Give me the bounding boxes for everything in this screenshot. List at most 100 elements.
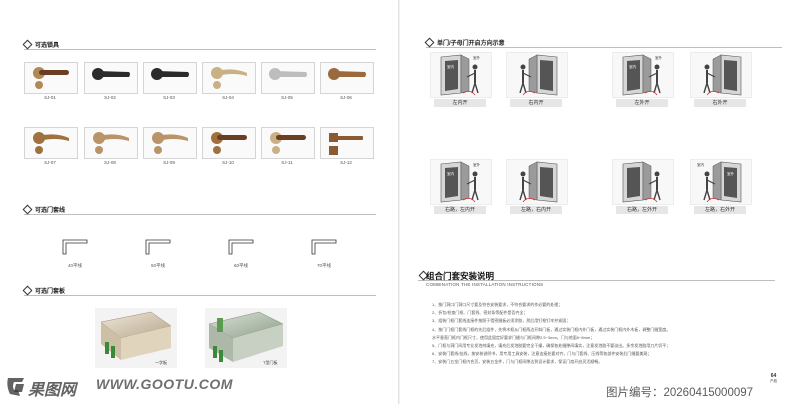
diamond-icon xyxy=(22,204,33,215)
handle-code: SJ-02 xyxy=(104,95,116,100)
board-t-type-image xyxy=(205,308,287,368)
handle-image xyxy=(24,62,78,94)
door-scene-caption: 左路，右外开 xyxy=(694,206,746,214)
frame-label: 70平线 xyxy=(316,263,331,268)
handle-code: SJ-01 xyxy=(44,95,56,100)
door-scene-illustration: 室内 室外 xyxy=(430,52,492,98)
indoor-label: 室外 xyxy=(727,172,734,176)
door-scene-caption: 左路，右内开 xyxy=(510,206,562,214)
page-number-sub: 产品 xyxy=(770,379,777,383)
frame-profile-icon xyxy=(228,239,254,255)
book-spine xyxy=(398,0,401,404)
door-scene-illustration xyxy=(506,159,568,205)
door-scene-caption: 右外开 xyxy=(694,99,746,107)
door-scene: 右内开 xyxy=(506,52,568,107)
outdoor-label: 室外 xyxy=(655,56,662,60)
handle-image xyxy=(261,62,315,94)
handle-item: SJ-09 xyxy=(143,127,197,165)
door-scene-illustration xyxy=(506,52,568,98)
install-step: 1、按门洞口门洞口尺寸要及符合安装要求，不符合要求的作必要的处理； xyxy=(432,302,563,307)
boards-section-header: 可选门套板 xyxy=(22,285,376,296)
door-scene-caption: 右内开 xyxy=(510,99,562,107)
door-scene-illustration: 室外室内 xyxy=(690,159,752,205)
install-title: 组合门套安装说明 xyxy=(426,271,495,281)
handle-image xyxy=(320,62,374,94)
install-title-block xyxy=(418,268,775,281)
handle-item: SJ-02 xyxy=(84,62,138,100)
frame-profile-icon xyxy=(311,239,337,255)
board-caption: T型门板 xyxy=(263,360,278,365)
watermark-url: WWW.GOOTU.COM xyxy=(96,376,233,392)
handle-image xyxy=(84,62,138,94)
handle-item: SJ-07 xyxy=(24,127,78,165)
handle-code: SJ-08 xyxy=(104,160,116,165)
door-scene-caption: 左外开 xyxy=(616,99,668,107)
handles-section-header: 可选锁具 xyxy=(22,39,376,50)
direction-section-header: 单门/子母门开启方向示意 xyxy=(424,37,782,48)
outdoor-label: 室外 xyxy=(473,163,480,167)
frame-profile-icon xyxy=(145,239,171,255)
handle-image xyxy=(202,127,256,159)
door-scene-caption: 右路，左外开 xyxy=(616,206,668,214)
handle-item: SJ-08 xyxy=(84,127,138,165)
handle-image xyxy=(202,62,256,94)
handle-item: SJ-03 xyxy=(143,62,197,100)
board-caption: 一字板 xyxy=(155,360,167,365)
handle-code: SJ-05 xyxy=(281,95,293,100)
frame-profile: 40平线 xyxy=(45,236,105,276)
door-scene-illustration xyxy=(690,52,752,98)
door-scene-caption: 左内开 xyxy=(434,99,486,107)
handle-item: SJ-06 xyxy=(320,62,374,100)
frame-label: 50平线 xyxy=(150,263,165,268)
door-scene-illustration: 室内 室外 xyxy=(430,159,492,205)
install-step: 6、安装门套线/挂线，按安装说明书，用专用工具安装，注意连接处要对齐，门与门套线… xyxy=(432,351,652,357)
handle-image xyxy=(261,127,315,159)
watermark-logo: 果图网 xyxy=(4,372,92,405)
door-scene: 右路，左外开 xyxy=(612,159,674,214)
handle-code: SJ-06 xyxy=(340,95,352,100)
handle-item: SJ-01 xyxy=(24,62,78,100)
frame-profile: 60平线 xyxy=(211,236,271,276)
install-step: 4、按门门框门套线门框的先后组件，先将木框从门框两边开斜门板，通过实装门框内外门… xyxy=(432,326,671,332)
install-step: 7、安装门五金门框内合页，安装五金件，门与门框间隙达到设计要求，保证门扇开启灵活… xyxy=(432,359,603,365)
handle-item: SJ-11 xyxy=(261,127,315,165)
handle-code: SJ-09 xyxy=(163,160,175,165)
section-title: 可选门套板 xyxy=(35,289,66,295)
watermark-image-number: 图片编号：20260415000097 xyxy=(606,387,754,399)
handle-code: SJ-07 xyxy=(44,160,56,165)
handle-image xyxy=(143,127,197,159)
frames-section-header: 可选门套线 xyxy=(22,204,376,215)
handle-code: SJ-10 xyxy=(222,160,234,165)
board-straight: 一字板 xyxy=(95,308,177,368)
frame-profile: 50平线 xyxy=(128,236,188,276)
handle-image xyxy=(24,127,78,159)
door-scene: 左路，右内开 xyxy=(506,159,568,214)
handle-item: SJ-12 xyxy=(320,127,374,165)
section-title: 单门/子母门开启方向示意 xyxy=(437,41,505,47)
handle-code: SJ-12 xyxy=(340,160,352,165)
indoor-label: 室内 xyxy=(629,65,636,69)
handle-item: SJ-04 xyxy=(202,62,256,100)
frame-label: 60平线 xyxy=(233,263,248,268)
door-scene: 室内 室外左外开 xyxy=(612,52,674,107)
frame-profile-icon xyxy=(62,239,88,255)
frame-label: 40平线 xyxy=(67,263,82,268)
handle-code: SJ-11 xyxy=(281,160,293,165)
diamond-icon xyxy=(22,285,33,296)
outdoor-label: 室外 xyxy=(473,56,480,60)
handle-code: SJ-03 xyxy=(163,95,175,100)
section-title: 可选锁具 xyxy=(35,43,60,49)
frame-profile: 70平线 xyxy=(294,236,354,276)
indoor-label: 室内 xyxy=(447,65,454,69)
door-scene: 右外开 xyxy=(690,52,752,107)
indoor-label: 室内 xyxy=(447,172,454,176)
door-scene-illustration: 室内 室外 xyxy=(612,52,674,98)
board-straight-image xyxy=(95,308,177,368)
watermark-logo-text: 果图网 xyxy=(28,382,77,399)
handle-item: SJ-10 xyxy=(202,127,256,165)
handle-code: SJ-04 xyxy=(222,95,234,100)
section-title: 可选门套线 xyxy=(35,208,66,214)
install-step: 5、门框与洞门间用专业发泡剂填充，填充后发泡胶要完全干燥，确保各处缝隙间填实，注… xyxy=(432,343,671,348)
handle-image xyxy=(143,62,197,94)
handle-item: SJ-05 xyxy=(261,62,315,100)
